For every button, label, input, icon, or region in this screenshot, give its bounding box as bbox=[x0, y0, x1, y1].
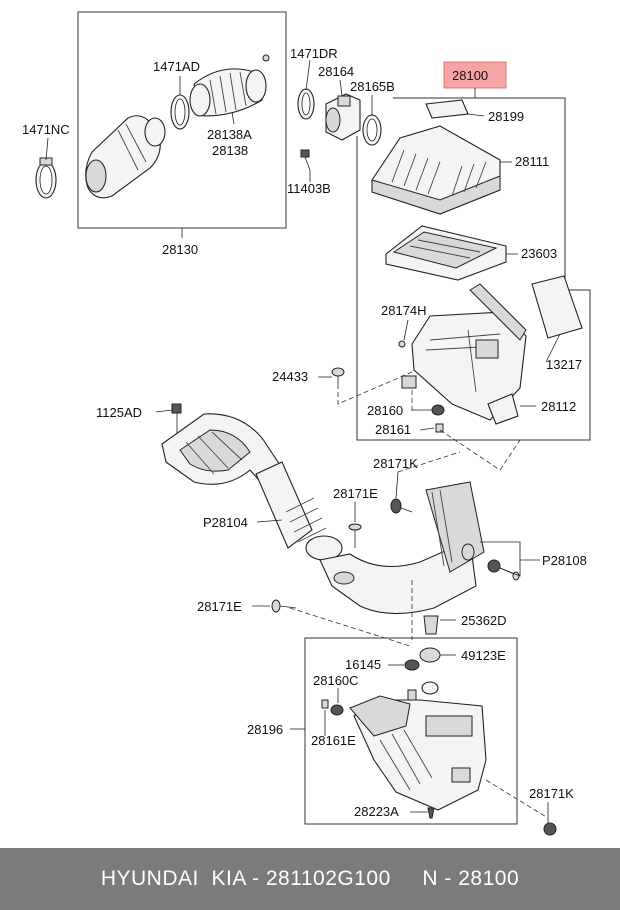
label-49123E: 49123E bbox=[461, 648, 506, 663]
intake-hose-28130 bbox=[85, 115, 166, 199]
label-28111: 28111 bbox=[515, 154, 549, 169]
group-box-28196 bbox=[304, 637, 518, 825]
label-11403B: 11403B bbox=[287, 181, 331, 196]
label-P28108: P28108 bbox=[542, 553, 587, 568]
label-28171K-a: 28171K bbox=[373, 456, 418, 471]
part-number-footer: HYUNDAI KIA - 281102G100 N - 28100 bbox=[0, 848, 620, 910]
footer-text: HYUNDAI KIA - 281102G100 N - 28100 bbox=[100, 867, 520, 890]
bushing-28161 bbox=[435, 423, 444, 433]
label-1471AD: 1471AD bbox=[153, 59, 200, 74]
label-1471NC: 1471NC bbox=[22, 122, 70, 137]
label-28164: 28164 bbox=[318, 64, 354, 79]
filter-element-23603 bbox=[385, 225, 507, 281]
bolt-28171E-b bbox=[271, 599, 297, 613]
label-28138A: 28138A bbox=[207, 127, 252, 142]
label-28223A: 28223A bbox=[354, 804, 399, 819]
label-24433: 24433 bbox=[272, 369, 308, 384]
grommet-28174H bbox=[398, 340, 406, 348]
label-28161E: 28161E bbox=[311, 733, 356, 748]
bolt-28171K-b bbox=[543, 812, 557, 836]
clamp-1471AD bbox=[170, 94, 190, 130]
dashed-guides bbox=[289, 371, 549, 819]
grommet-25362D bbox=[423, 615, 439, 635]
label-28160: 28160 bbox=[367, 403, 403, 418]
label-pad-28199 bbox=[425, 99, 469, 119]
leader-lines bbox=[45, 59, 561, 813]
label-28171E-a: 28171E bbox=[333, 486, 378, 501]
sensor-28164 bbox=[325, 93, 361, 141]
upper-cover-28111 bbox=[371, 125, 501, 215]
lower-case-28112 bbox=[401, 283, 527, 425]
label-1471DR: 1471DR bbox=[290, 46, 338, 61]
bolt-28171E-a bbox=[348, 523, 362, 548]
cap-49123E bbox=[419, 647, 441, 695]
duct-P28104 bbox=[161, 413, 485, 615]
label-28174H: 28174H bbox=[381, 303, 427, 318]
bellows-28138 bbox=[189, 54, 270, 117]
label-1125AD: 1125AD bbox=[96, 405, 142, 420]
grommet-28160 bbox=[431, 404, 445, 416]
label-28138: 28138 bbox=[212, 143, 248, 158]
bolt-11403B bbox=[300, 149, 311, 171]
label-28161: 28161 bbox=[375, 422, 411, 437]
label-28130: 28130 bbox=[162, 242, 198, 257]
label-23603: 23603 bbox=[521, 246, 557, 261]
label-28171E-b: 28171E bbox=[197, 599, 242, 614]
label-25362D: 25362D bbox=[461, 613, 507, 628]
bolt-1125AD bbox=[171, 403, 182, 434]
label-28165B: 28165B bbox=[350, 79, 395, 94]
label-P28104: P28104 bbox=[203, 515, 248, 530]
label-28199: 28199 bbox=[488, 109, 524, 124]
grommet-P28108 bbox=[487, 559, 520, 581]
resonator-28196 bbox=[349, 695, 487, 811]
grommet-28160C bbox=[330, 704, 344, 716]
bolt-28171K-a bbox=[390, 498, 413, 514]
parts-diagram: 1471AD 1471DR 28164 28165B 28100 1471NC … bbox=[22, 11, 591, 836]
label-28100: 28100 bbox=[452, 68, 488, 83]
part-labels: 1471AD 1471DR 28164 28165B 28100 1471NC … bbox=[22, 46, 587, 819]
highlight-28100 bbox=[443, 61, 507, 89]
clamp-1471DR bbox=[297, 88, 315, 120]
label-28196: 28196 bbox=[247, 722, 283, 737]
bolt-28223A bbox=[427, 807, 435, 819]
label-28112: 28112 bbox=[541, 399, 576, 414]
grommet-24433 bbox=[331, 367, 345, 384]
label-28160C: 28160C bbox=[313, 673, 359, 688]
bushing-28161E bbox=[321, 699, 329, 709]
clamp-1471NC bbox=[35, 157, 57, 199]
ring-28165B bbox=[362, 114, 382, 146]
grommet-16145 bbox=[404, 659, 420, 701]
label-28171K-b: 28171K bbox=[529, 786, 574, 801]
label-16145: 16145 bbox=[345, 657, 381, 672]
gasket-13217 bbox=[531, 275, 583, 339]
group-box-28100 bbox=[356, 97, 591, 441]
label-13217: 13217 bbox=[546, 357, 582, 372]
